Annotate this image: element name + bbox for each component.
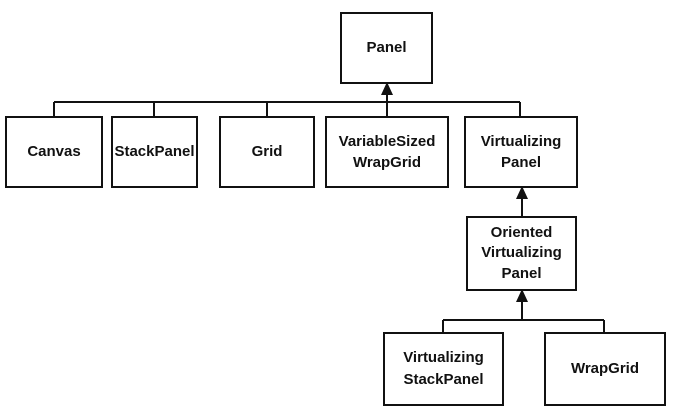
node-virtualizingpanel: Virtualizing Panel bbox=[464, 116, 578, 188]
node-virtualizingpanel-box bbox=[464, 116, 578, 188]
node-panel-box bbox=[340, 12, 433, 84]
node-canvas: Canvas bbox=[5, 116, 103, 188]
node-wrapgrid: WrapGrid bbox=[544, 332, 666, 406]
node-orientedvirtualizingpanel-label-line1: Oriented bbox=[491, 224, 553, 241]
node-virtualizingpanel-label-line2: Panel bbox=[501, 154, 541, 171]
connectors bbox=[53, 82, 605, 333]
node-wrapgrid-label: WrapGrid bbox=[571, 360, 639, 377]
node-virtualizingstackpanel-label-line1: Virtualizing bbox=[403, 349, 484, 366]
node-virtualizingstackpanel-box bbox=[383, 332, 504, 406]
node-grid-box bbox=[219, 116, 315, 188]
node-variablesizedwrapgrid-label-line1: VariableSized bbox=[339, 133, 436, 150]
node-canvas-box bbox=[5, 116, 103, 188]
node-variablesizedwrapgrid-box bbox=[325, 116, 449, 188]
node-orientedvirtualizingpanel-box bbox=[466, 216, 577, 291]
node-panel: Panel bbox=[340, 12, 433, 84]
arrowhead-panel bbox=[381, 82, 393, 95]
node-variablesizedwrapgrid-label-line2: WrapGrid bbox=[353, 154, 421, 171]
edge-orientedvirtualizingpanel-children bbox=[442, 289, 605, 333]
node-panel-label: Panel bbox=[366, 39, 406, 56]
node-virtualizingpanel-label-line1: Virtualizing bbox=[481, 133, 562, 150]
node-grid-label: Grid bbox=[252, 143, 283, 160]
arrowhead-virtualizingpanel bbox=[516, 186, 528, 199]
node-grid: Grid bbox=[219, 116, 315, 188]
edge-virtualizingpanel-children bbox=[516, 186, 528, 217]
node-orientedvirtualizingpanel-label-line3: Panel bbox=[501, 265, 541, 282]
edge-panel-children bbox=[53, 82, 521, 117]
node-stackpanel-box bbox=[111, 116, 198, 188]
node-variablesizedwrapgrid: VariableSized WrapGrid bbox=[325, 116, 449, 188]
node-stackpanel-label: StackPanel bbox=[114, 143, 194, 160]
node-virtualizingstackpanel: Virtualizing StackPanel bbox=[383, 332, 504, 406]
node-canvas-label: Canvas bbox=[27, 143, 80, 160]
node-virtualizingstackpanel-label-line2: StackPanel bbox=[403, 371, 483, 388]
arrowhead-orientedvirtualizingpanel bbox=[516, 289, 528, 302]
node-orientedvirtualizingpanel-label-line2: Virtualizing bbox=[481, 244, 562, 261]
node-wrapgrid-box bbox=[544, 332, 666, 406]
node-orientedvirtualizingpanel: Oriented Virtualizing Panel bbox=[466, 216, 577, 291]
node-stackpanel: StackPanel bbox=[111, 116, 198, 188]
